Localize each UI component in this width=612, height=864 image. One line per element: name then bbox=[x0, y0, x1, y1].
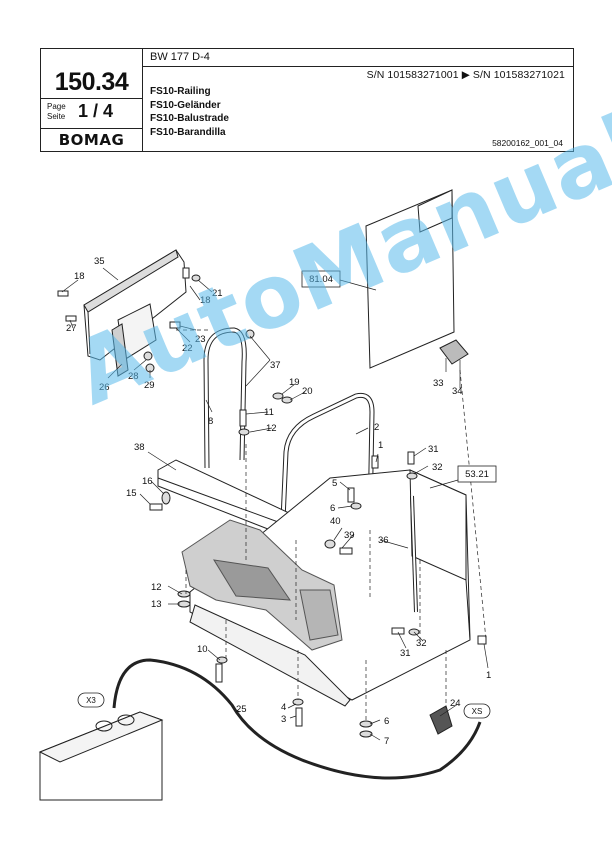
reference-box-53-21: 53.21 bbox=[457, 465, 497, 483]
leader-lines bbox=[61, 267, 489, 741]
part-label: 34 bbox=[452, 386, 463, 397]
electrical-panel-81-04 bbox=[365, 189, 455, 369]
part-label: 29 bbox=[144, 380, 155, 391]
rail-8 bbox=[203, 327, 247, 469]
cable-25 bbox=[112, 658, 482, 780]
page-of: 1 / 4 bbox=[78, 101, 114, 121]
part-label: 31 bbox=[428, 444, 439, 455]
part-label: 31 bbox=[400, 648, 411, 659]
part-label: 16 bbox=[142, 476, 153, 487]
part-label: 5 bbox=[332, 478, 337, 489]
part-label: 36 bbox=[378, 535, 389, 546]
brand-logo: BOMAG bbox=[58, 131, 125, 149]
part-label: 32 bbox=[432, 462, 443, 473]
serial-range: S/N 101583271001 ▶ S/N 101583271021 bbox=[366, 69, 565, 81]
part-label: 37 bbox=[270, 360, 281, 371]
svg-text:X3: X3 bbox=[86, 696, 96, 705]
part-label: 1 bbox=[378, 440, 383, 451]
title-es: FS10-Barandilla bbox=[150, 126, 226, 138]
part-label: 39 bbox=[344, 530, 355, 541]
part-label: 2 bbox=[374, 422, 379, 433]
connector-housing-x3 bbox=[38, 711, 164, 801]
title-list: FS10-Railing FS10-Geländer FS10-Balustra… bbox=[150, 85, 229, 139]
part-label: 20 bbox=[302, 386, 313, 397]
divider bbox=[41, 98, 142, 99]
bolts bbox=[57, 267, 487, 727]
divider bbox=[142, 49, 143, 152]
divider bbox=[142, 66, 574, 67]
part-label: 18 bbox=[200, 295, 211, 306]
part-label: 22 bbox=[182, 343, 193, 354]
bracket-33 bbox=[439, 339, 469, 365]
part-label: 12 bbox=[151, 582, 162, 593]
part-label: 24 bbox=[450, 698, 461, 709]
reference-box-81-04: 81.04 bbox=[301, 270, 341, 288]
part-label: 28 bbox=[128, 371, 139, 382]
bracket-plate-35 bbox=[83, 249, 187, 377]
part-labels: 1 1 2 3 4 5 6 6 7 8 10 11 12 12 13 15 16… bbox=[66, 256, 491, 747]
part-label: 6 bbox=[384, 716, 389, 727]
part-label: 10 bbox=[197, 644, 208, 655]
document-id: 58200162_001_04 bbox=[492, 138, 563, 148]
engine-block bbox=[181, 519, 343, 651]
part-label: 23 bbox=[195, 334, 206, 345]
svg-text:81.04: 81.04 bbox=[309, 274, 333, 285]
plug-24 bbox=[429, 705, 453, 735]
page-label: Page Seite bbox=[47, 102, 66, 121]
divider bbox=[41, 128, 142, 129]
header-block: BW 177 D-4 S/N 101583271001 ▶ S/N 101583… bbox=[40, 48, 574, 152]
part-label: 21 bbox=[212, 288, 223, 299]
part-label: 11 bbox=[264, 407, 274, 418]
part-label: 1 bbox=[486, 670, 491, 681]
part-label: 3 bbox=[281, 714, 286, 725]
handle-36 bbox=[410, 495, 418, 613]
part-label: 6 bbox=[330, 503, 335, 514]
part-label: 19 bbox=[289, 377, 300, 388]
part-label: 40 bbox=[330, 516, 341, 527]
page-number: 150.34 bbox=[54, 68, 129, 96]
svg-text:XS: XS bbox=[472, 707, 483, 716]
model-name: BW 177 D-4 bbox=[150, 51, 210, 63]
part-label: 27 bbox=[66, 323, 77, 334]
title-en: FS10-Railing bbox=[150, 86, 211, 97]
washers bbox=[143, 274, 420, 738]
part-label: 8 bbox=[208, 416, 213, 427]
part-label: 25 bbox=[236, 704, 247, 715]
svg-text:53.21: 53.21 bbox=[465, 469, 489, 480]
part-label: 4 bbox=[281, 702, 286, 713]
part-label: 7 bbox=[384, 736, 389, 747]
part-label: 18 bbox=[74, 271, 85, 282]
part-label: 35 bbox=[94, 256, 105, 267]
part-label: 15 bbox=[126, 488, 137, 499]
part-label: 13 bbox=[151, 599, 162, 610]
title-fr: FS10-Balustrade bbox=[150, 113, 229, 124]
part-label: 38 bbox=[134, 442, 145, 453]
rail-2 bbox=[280, 392, 375, 525]
title-de: FS10-Geländer bbox=[150, 99, 221, 111]
part-label: 26 bbox=[99, 382, 110, 393]
part-label: 33 bbox=[433, 378, 444, 389]
assembly-lines bbox=[176, 329, 487, 720]
part-label: 12 bbox=[266, 423, 277, 434]
part-label: 32 bbox=[416, 638, 427, 649]
connector-tag-x3: X3 bbox=[77, 692, 105, 708]
connector-tag-xs: XS bbox=[463, 703, 491, 719]
